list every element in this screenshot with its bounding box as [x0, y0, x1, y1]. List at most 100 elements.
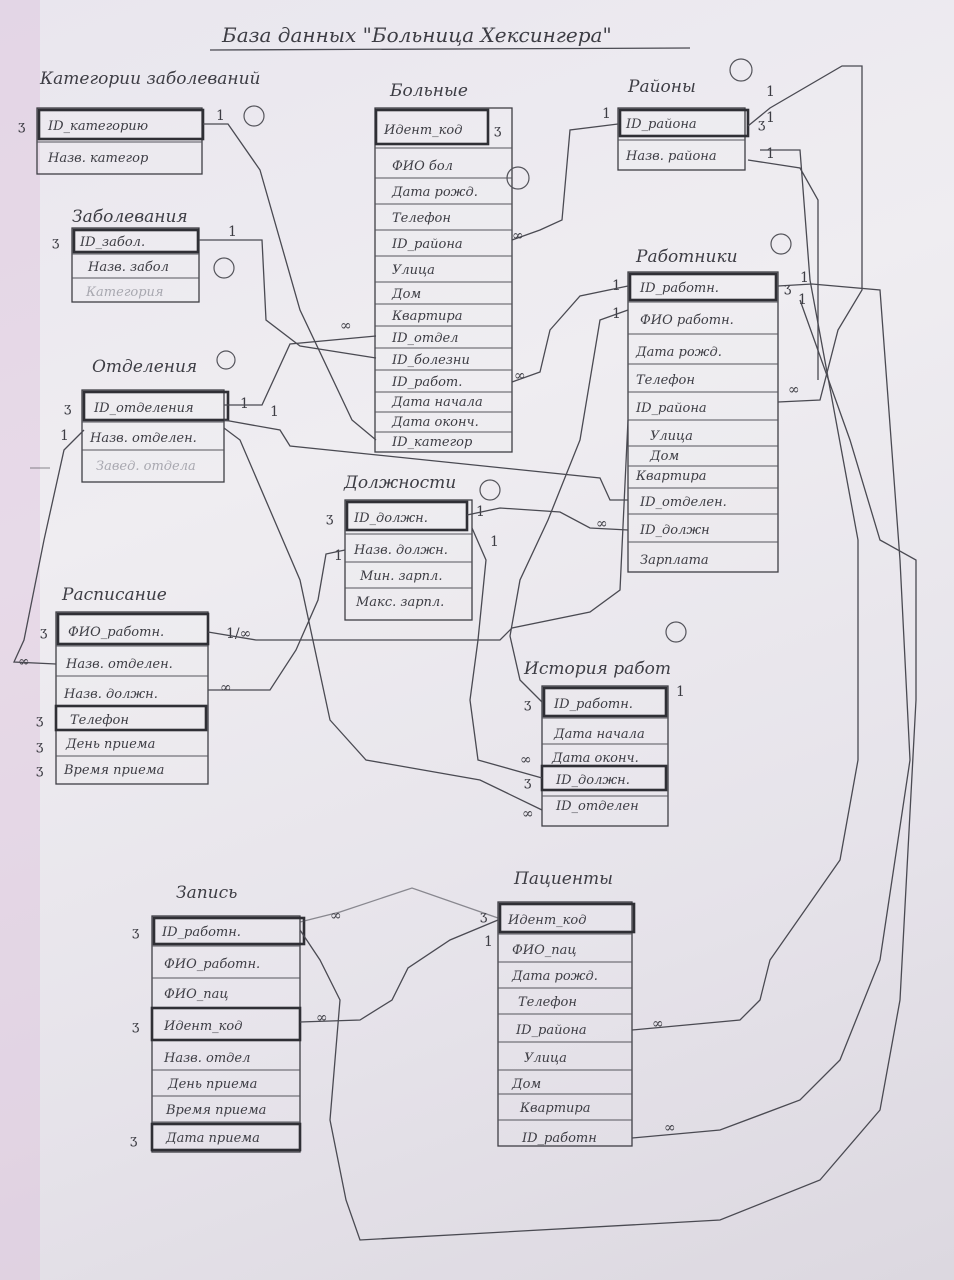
key-mark: ʒ — [130, 1133, 137, 1148]
field: Дата рожд. — [511, 969, 598, 984]
cardinality-many: ∞ — [664, 1120, 676, 1136]
field: Дата приема — [165, 1131, 260, 1146]
entity-raspisanie: Расписание ФИО_работн. Назв. отделен. На… — [18, 585, 251, 785]
cardinality-one: 1 — [228, 224, 237, 240]
field: ID_должн. — [555, 773, 630, 788]
cardinality-one: 1 — [60, 428, 69, 444]
entity-title: Работники — [635, 247, 738, 267]
cardinality-many: ∞ — [596, 516, 608, 532]
entity-dolzhnosti: Должности ID_должн. Назв. должн. Мин. за… — [326, 473, 501, 621]
field-pk: ID_работн. — [553, 697, 633, 712]
key-mark: ʒ — [36, 713, 43, 728]
field: Время приема — [165, 1103, 266, 1118]
field: ID_отделен — [555, 799, 639, 814]
field: Телефон — [636, 373, 695, 388]
field: Телефон — [392, 211, 451, 226]
cardinality-many: ∞ — [652, 1016, 664, 1032]
field: ФИО_пац — [164, 987, 228, 1002]
cardinality-one: 1 — [240, 396, 249, 412]
cardinality-many: ∞ — [520, 752, 532, 768]
cardinality-one: 1 — [612, 278, 621, 294]
field: Дата начала — [391, 395, 483, 410]
cardinality-one: 1 — [766, 146, 775, 162]
entity-title: Заболевания — [72, 207, 188, 227]
field: ID_отделен. — [639, 495, 727, 510]
key-mark: ʒ — [40, 625, 47, 640]
entity-title: Должности — [343, 473, 456, 493]
entity-title: Больные — [389, 81, 468, 101]
entity-patsienty: Пациенты Идент_код ФИО_пац Дата рожд. Те… — [480, 869, 676, 1147]
entity-rayony: Районы ID_района Назв. района ʒ 1 1 1 1 — [602, 58, 775, 171]
cardinality-many: ∞ — [220, 680, 232, 696]
field: Время приема — [63, 763, 164, 778]
cardinality-one: 1 — [270, 404, 279, 420]
entity-title: Категории заболеваний — [39, 69, 261, 89]
field: Дата оконч. — [391, 415, 479, 430]
field: Назв. отделен. — [65, 657, 173, 672]
cardinality-one: 1 — [766, 84, 775, 100]
relationship-lines: ∞ ∞ ∞ ∞ — [13, 65, 917, 1241]
page-edge-shadow — [0, 0, 40, 1280]
field: Назв. должн. — [353, 543, 448, 558]
field-pk: ID_работн. — [161, 925, 241, 940]
key-mark: ʒ — [784, 281, 791, 296]
field: ФИО работн. — [640, 313, 734, 328]
entity-title: Пациенты — [513, 869, 613, 889]
field: Телефон — [70, 713, 129, 728]
cardinality-many: ∞ — [788, 382, 800, 398]
cardinality-many: ∞ — [316, 1010, 328, 1026]
key-mark: ʒ — [524, 697, 531, 712]
key-mark: ʒ — [132, 925, 139, 940]
field: ФИО_работн. — [164, 957, 260, 972]
key-mark: ʒ — [480, 909, 487, 924]
entity-istoriya: История работ ID_работн. Дата начала Дат… — [520, 621, 687, 827]
field: Дом — [391, 287, 421, 302]
field: Дом — [511, 1077, 541, 1092]
cardinality-many: ∞ — [512, 228, 524, 244]
field: Назв. должн. — [63, 687, 158, 702]
field: Улица — [392, 263, 435, 278]
entity-zapis: Запись ID_работн. ФИО_работн. ФИО_пац Ид… — [130, 883, 342, 1153]
field: Назв. отделен. — [89, 431, 197, 446]
cardinality-one: 1 — [490, 534, 499, 550]
field: Улица — [650, 429, 693, 444]
entity-zabolevaniya: Заболевания ID_забол. Назв. забол Катего… — [52, 207, 237, 303]
cardinality-one: 1 — [602, 106, 611, 122]
field: ФИО бол — [392, 159, 453, 174]
cardinality-one: 1 — [484, 934, 493, 950]
key-mark: ʒ — [18, 119, 25, 134]
key-mark: ʒ — [494, 123, 501, 138]
cardinality-one: 1 — [766, 110, 775, 126]
cardinality-one-many: 1/∞ — [226, 626, 251, 642]
field: ID_должн — [639, 523, 710, 538]
key-mark: ʒ — [52, 235, 59, 250]
field: ID_работ. — [391, 375, 462, 390]
diagram-title: База данных "Больница Хексингера" — [221, 23, 612, 47]
field: День приема — [167, 1077, 257, 1092]
field: Квартира — [391, 309, 462, 324]
entity-title: Расписание — [61, 585, 167, 605]
field: ID_категор — [391, 435, 473, 450]
key-mark: ʒ — [326, 511, 333, 526]
cardinality-many: ∞ — [330, 908, 342, 924]
key-mark: ʒ — [524, 775, 531, 790]
field: Квартира — [635, 469, 706, 484]
field: Дом — [649, 449, 679, 464]
field: ID_района — [515, 1023, 587, 1038]
field-pk: Идент_код — [383, 123, 463, 138]
field: Улица — [524, 1051, 567, 1066]
field: День приема — [65, 737, 155, 752]
field: Дата оконч. — [551, 751, 639, 766]
entity-kategorii: Категории заболеваний ID_категорию Назв.… — [18, 69, 265, 175]
entity-title: Запись — [176, 883, 237, 903]
entity-title: Отделения — [92, 357, 197, 377]
field-pk: ID_отделения — [93, 401, 194, 416]
key-mark: ʒ — [36, 739, 43, 754]
field: Дата начала — [553, 727, 645, 742]
field: Назв. категор — [47, 151, 149, 166]
field: Назв. отдел — [163, 1051, 250, 1066]
field-pk: ID_забол. — [79, 235, 145, 250]
field-pk: ID_должн. — [353, 511, 428, 526]
entity-otdeleniya: Отделения ID_отделения Назв. отделен. За… — [60, 350, 279, 483]
